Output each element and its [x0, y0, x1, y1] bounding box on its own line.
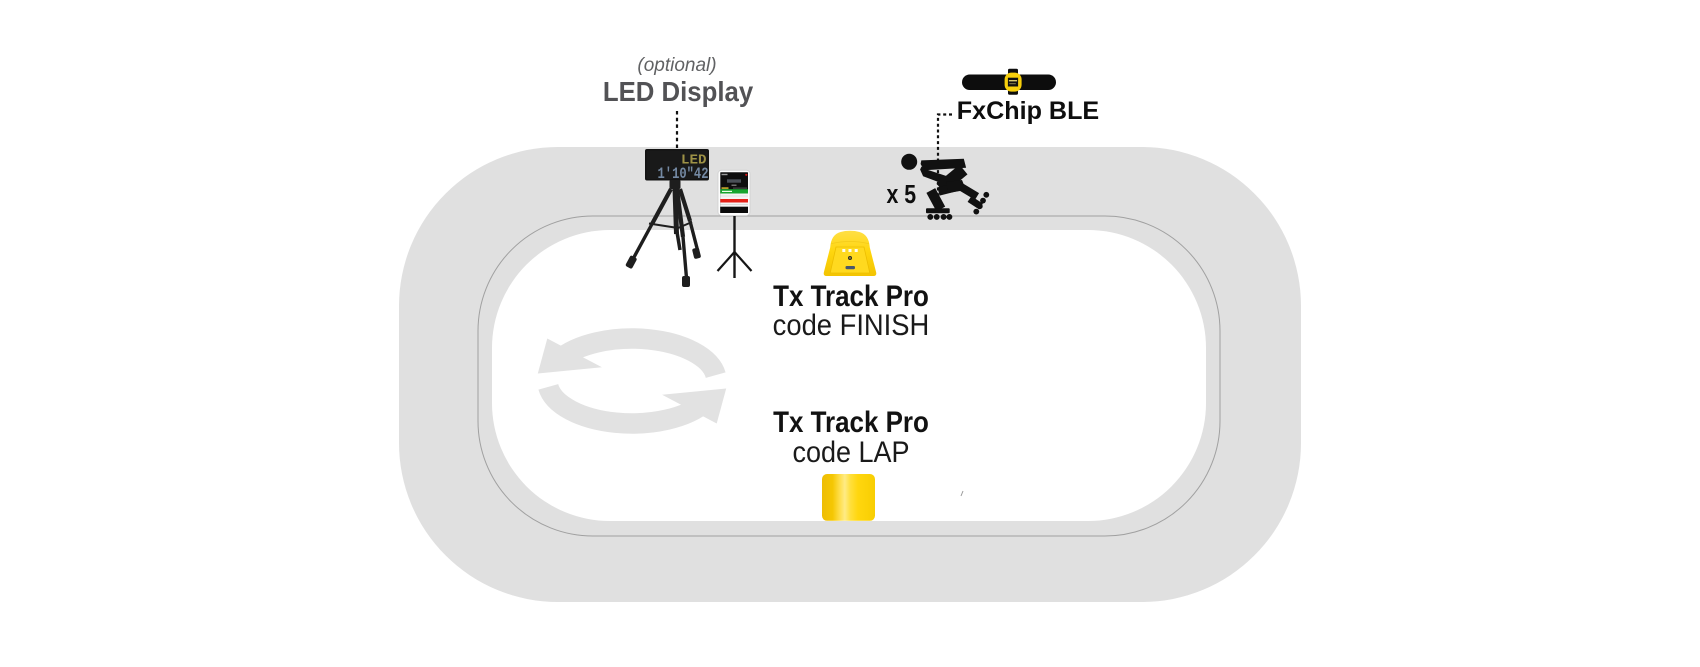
svg-text:1'10"42: 1'10"42 [658, 165, 709, 183]
svg-text:x 5: x 5 [887, 180, 917, 210]
svg-text:LED: LED [681, 153, 707, 169]
